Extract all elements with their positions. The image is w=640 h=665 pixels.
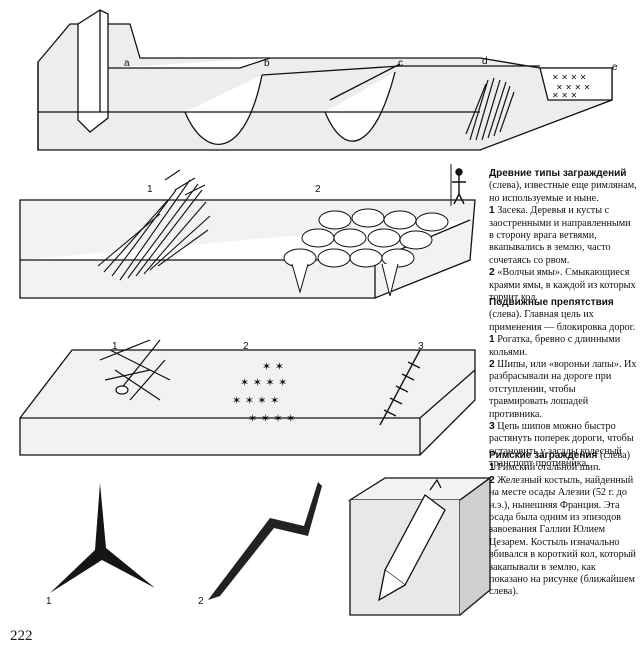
caption-item-text: Железный костыль, найденный на месте оса… (489, 474, 636, 598)
caption-item-number: 3 (489, 421, 495, 433)
caption-item-text: «Волчьи ямы». Смыкающиеся краями ямы, в … (489, 267, 636, 304)
caption-mobile-obstacles: Подвижные препятствия (слева). Главная ц… (489, 297, 637, 471)
caption-item-number: 1 (489, 462, 495, 474)
svg-text:✕ ✕ ✕ ✕: ✕ ✕ ✕ ✕ (552, 73, 586, 82)
caption-title: Подвижные препятствия (489, 297, 614, 308)
caption-title: Римские заграждения (489, 450, 598, 461)
svg-text:✶ ✶ ✶ ✶: ✶ ✶ ✶ ✶ (240, 376, 287, 389)
caption-item-text: Римский стальной шип. (497, 462, 601, 474)
caption-ancient-obstacles: Древние типы заграждений (слева), извест… (489, 168, 637, 304)
caption-intro: (слева). Главная цель их применения — бл… (489, 309, 636, 333)
caption-item-number: 2 (489, 267, 495, 279)
svg-text:✕ ✕ ✕: ✕ ✕ ✕ (552, 91, 577, 100)
roman-stake-diagram-illustration (347, 476, 492, 616)
caption-item-number: 1 (489, 205, 495, 217)
svg-text:✕ ✕ ✕ ✕: ✕ ✕ ✕ ✕ (556, 83, 590, 92)
caption-item-text: Цепь шипов можно быстро растянуть попере… (489, 421, 634, 470)
caption-roman-obstacles: Римские заграждения (слева) 1 Римский ст… (489, 450, 637, 599)
profile-label-b: b (264, 58, 270, 69)
ancient-label-2: 2 (315, 184, 321, 195)
mobile-label-1: 1 (112, 341, 118, 352)
caption-item-text: Рогатка, бревно с длинными кольями. (489, 334, 621, 358)
page-number: 222 (10, 628, 33, 644)
roman-label-1: 1 (46, 596, 52, 607)
caption-item-number: 2 (489, 474, 495, 486)
roman-iron-spike-illustration (208, 482, 322, 600)
mobile-label-3: 3 (418, 341, 424, 352)
svg-text:✶ ✶ ✶ ✶: ✶ ✶ ✶ ✶ (232, 394, 279, 407)
roman-caltrop-illustration (50, 483, 155, 593)
mobile-label-2: 2 (243, 341, 249, 352)
caption-intro: (слева) (599, 450, 631, 461)
profile-label-c: c (398, 58, 403, 69)
ancient-obstacles-illustration (19, 164, 476, 299)
earthwork-profiles-illustration: ✕ ✕ ✕ ✕ ✕ ✕ ✕ ✕ ✕ ✕ ✕ (37, 9, 613, 151)
caption-intro: (слева), известные еще римлянам, но испо… (489, 180, 637, 204)
profile-label-a: a (124, 58, 130, 69)
svg-text:✶ ✶: ✶ ✶ (262, 360, 284, 373)
caption-item-number: 2 (489, 359, 495, 371)
roman-label-2: 2 (198, 596, 204, 607)
caption-title: Древние типы заграждений (489, 168, 627, 179)
svg-text:✶ ✶ ✶ ✶: ✶ ✶ ✶ ✶ (248, 412, 295, 425)
caption-item-text: Засека. Деревья и кусты с заостренными и… (489, 205, 631, 266)
profile-label-d: d (482, 56, 488, 67)
ancient-label-1: 1 (147, 184, 153, 195)
caption-item-number: 1 (489, 334, 495, 346)
profile-label-e: e (612, 62, 618, 73)
mobile-obstacles-illustration: ✶ ✶ ✶ ✶ ✶ ✶ ✶ ✶ ✶ ✶ ✶ ✶ ✶ ✶ (19, 339, 476, 456)
caption-item-text: Шипы, или «вороньи лапы». Их разбрасывал… (489, 359, 637, 420)
